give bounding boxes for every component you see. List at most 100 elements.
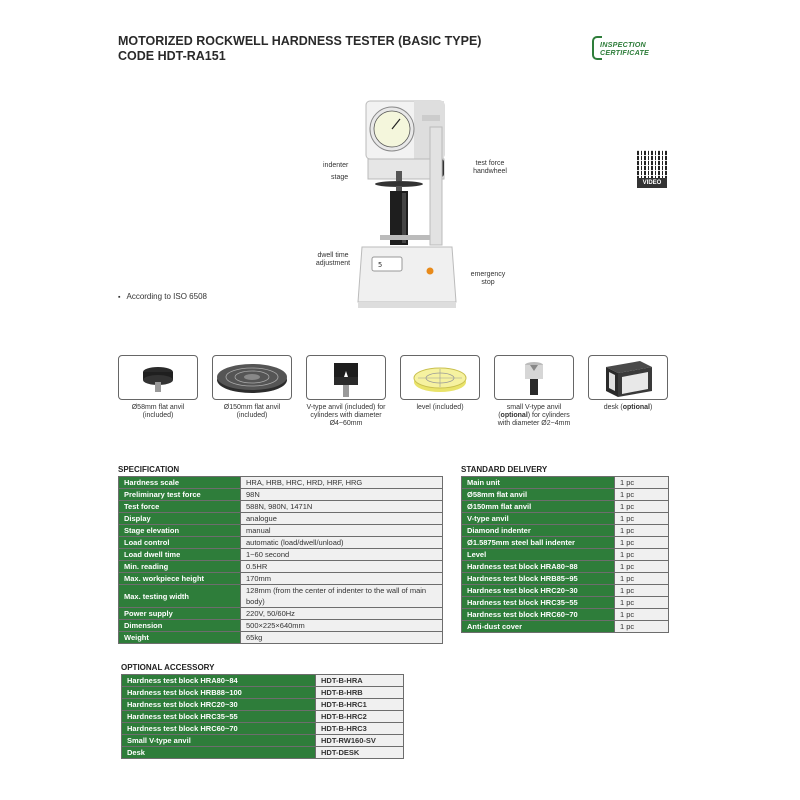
row-value: 98N — [240, 488, 443, 501]
level-icon — [413, 367, 467, 392]
row-value: 1 pc — [614, 476, 669, 489]
row-value: 1 pc — [614, 548, 669, 561]
row-label: Min. reading — [118, 560, 241, 573]
accessory-desk: desk (optional) — [588, 355, 668, 412]
row-label: Max. workpiece height — [118, 572, 241, 585]
row-label: Hardness test block HRC20~30 — [461, 584, 615, 597]
row-label: V-type anvil — [461, 512, 615, 525]
qr-code-icon — [637, 150, 667, 178]
row-value: 220V, 50/60Hz — [240, 607, 443, 620]
certificate-bracket-icon — [592, 36, 602, 60]
row-value: 1 pc — [614, 524, 669, 537]
row-value: 1 pc — [614, 512, 669, 525]
row-value: HDT-RW160-SV — [315, 734, 404, 747]
callout-stage: stage — [331, 174, 349, 181]
row-label: Ø150mm flat anvil — [461, 500, 615, 513]
callout-dwell-time-adjustment: dwell time adjustment — [315, 252, 351, 267]
row-label: Hardness test block HRA80~84 — [121, 674, 316, 687]
row-label: Hardness test block HRC20~30 — [121, 698, 316, 711]
accessory-flat-anvil-58: Ø58mm flat anvil (included) — [118, 355, 198, 420]
row-value: HDT-DESK — [315, 746, 404, 759]
row-label: Power supply — [118, 607, 241, 620]
row-value: 170mm — [240, 572, 443, 585]
small-v-anvil-icon — [525, 361, 543, 395]
product-code: CODE HDT-RA151 — [118, 49, 226, 63]
row-value: HDT-B-HRA — [315, 674, 404, 687]
row-value: 1 pc — [614, 584, 669, 597]
row-label: Main unit — [461, 476, 615, 489]
accessory-caption: Ø150mm flat anvil (included) — [223, 404, 281, 419]
row-label: Load dwell time — [118, 548, 241, 561]
svg-text:5: 5 — [378, 261, 382, 269]
row-label: Load control — [118, 536, 241, 549]
row-label: Display — [118, 512, 241, 525]
row-value: 500×225×640mm — [240, 619, 443, 632]
row-label: Diamond indenter — [461, 524, 615, 537]
v-anvil-icon — [334, 362, 358, 397]
row-label: Stage elevation — [118, 524, 241, 537]
row-value: 1 pc — [614, 608, 669, 621]
accessory-caption: Ø58mm flat anvil (included) — [131, 404, 185, 419]
row-label: Small V-type anvil — [121, 734, 316, 747]
row-label: Dimension — [118, 619, 241, 632]
row-label: Desk — [121, 746, 316, 759]
row-label: Hardness test block HRC60~70 — [461, 608, 615, 621]
inspection-certificate-logo: INSPECTION CERTIFICATE — [592, 36, 672, 60]
row-value: 1 pc — [614, 560, 669, 573]
row-value: 1 pc — [614, 596, 669, 609]
cert-line-1: INSPECTION — [600, 40, 646, 49]
row-label: Ø58mm flat anvil — [461, 488, 615, 501]
accessory-caption: small V-type anvil (optional) for cylind… — [497, 404, 571, 427]
row-value: HRA, HRB, HRC, HRD, HRF, HRG — [240, 476, 443, 489]
row-label: Hardness test block HRC35~55 — [121, 710, 316, 723]
accessory-level: level (included) — [400, 355, 480, 412]
standard-note: According to ISO 6508 — [118, 292, 207, 301]
row-value: 1 pc — [614, 536, 669, 549]
accessory-flat-anvil-150: Ø150mm flat anvil (included) — [212, 355, 292, 420]
accessory-caption: desk (optional) — [603, 404, 653, 411]
optional-accessory-heading: OPTIONAL ACCESSORY — [121, 663, 215, 672]
row-value: 65kg — [240, 631, 443, 644]
specification-heading: SPECIFICATION — [118, 465, 180, 474]
row-value: 1 pc — [614, 620, 669, 633]
row-label: Hardness test block HRB85~95 — [461, 572, 615, 585]
row-value: 128mm (from the center of indenter to th… — [240, 584, 443, 608]
row-label: Weight — [118, 631, 241, 644]
accessory-v-anvil: V-type anvil (included) for cylinders wi… — [306, 355, 386, 428]
callout-test-force-handwheel: test force handwheel — [473, 160, 507, 175]
title-line-1: MOTORIZED ROCKWELL HARDNESS TESTER (BASI… — [118, 34, 482, 48]
row-value: HDT-B-HRC2 — [315, 710, 404, 723]
video-qr-code[interactable]: VIDEO — [637, 150, 667, 188]
flat-anvil-58-icon — [143, 366, 173, 392]
row-value: 1 pc — [614, 572, 669, 585]
flat-anvil-150-icon — [217, 363, 287, 393]
row-label: Max. testing width — [118, 584, 241, 608]
row-label: Hardness scale — [118, 476, 241, 489]
row-label: Hardness test block HRB88~100 — [121, 686, 316, 699]
hardness-tester-illustration: 5 — [357, 100, 457, 308]
